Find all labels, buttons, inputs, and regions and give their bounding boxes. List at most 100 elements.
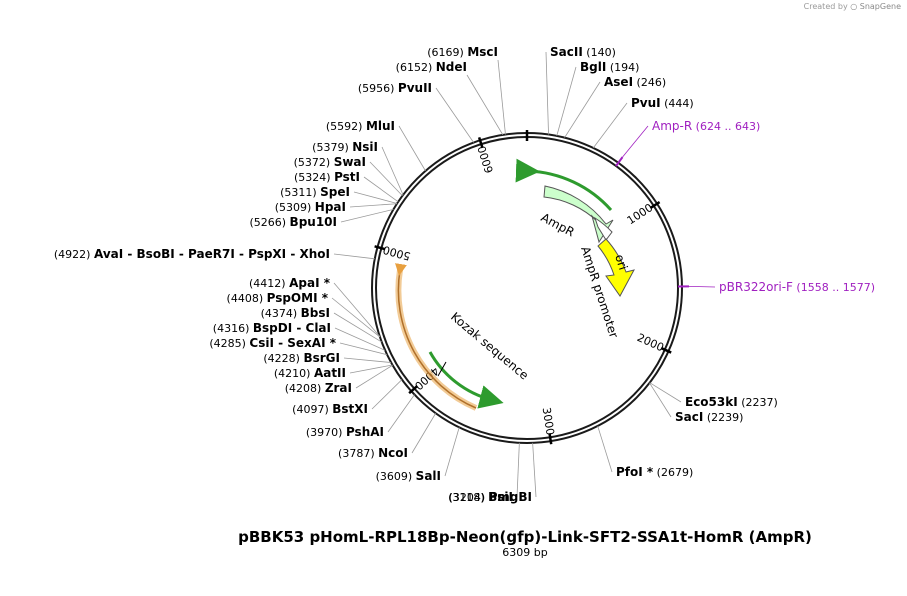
tick-mark bbox=[477, 137, 484, 149]
site-leader-line bbox=[398, 125, 426, 172]
restriction-site-label: (3787) NcoI bbox=[338, 446, 408, 460]
site-name: Eco53kI bbox=[685, 395, 738, 409]
site-leader-line bbox=[411, 413, 437, 454]
restriction-site-label: (3609) SalI bbox=[376, 469, 441, 483]
primer-site-mark bbox=[615, 156, 624, 167]
tick-label: 2000 bbox=[635, 331, 666, 354]
restriction-site-label: (5311) SpeI bbox=[280, 185, 350, 199]
restriction-site-label: (5956) PvuII bbox=[358, 81, 432, 95]
restriction-site-label: (5379) NsiI bbox=[312, 140, 378, 154]
site-name: AatII bbox=[314, 366, 346, 380]
site-leader-line bbox=[497, 59, 506, 135]
restriction-site-label: (5324) PstI bbox=[294, 170, 360, 184]
primer-label: Amp-R (624 .. 643) bbox=[652, 119, 760, 133]
gfp-orf-arc bbox=[428, 351, 504, 409]
restriction-site-label: (4316) BspDI - ClaI bbox=[213, 321, 331, 335]
restriction-site-label: (4228) BsrGI bbox=[263, 351, 340, 365]
site-name: BmgBI bbox=[488, 490, 532, 504]
primer-name: pBR322ori-F bbox=[719, 280, 793, 294]
site-position: (246) bbox=[633, 76, 666, 89]
restriction-site-label: (4374) BbsI bbox=[261, 306, 330, 320]
feature-label-ori: ori bbox=[612, 253, 630, 272]
site-leader-line bbox=[466, 74, 504, 136]
site-position: (4228) bbox=[263, 352, 303, 365]
primer-leader-line bbox=[688, 285, 716, 288]
restriction-site-label: (3970) PshAI bbox=[306, 425, 384, 439]
site-leaders bbox=[331, 51, 716, 498]
tick-mark bbox=[649, 201, 661, 210]
restriction-site-label: (4210) AatII bbox=[274, 366, 346, 380]
site-leader-line bbox=[349, 364, 393, 374]
site-name: ZraI bbox=[325, 381, 352, 395]
site-leader-line bbox=[349, 203, 397, 208]
restriction-site-label: PvuI (444) bbox=[631, 96, 694, 110]
restriction-site-label: (4285) CsiI - SexAI * bbox=[209, 336, 336, 350]
site-name: PfoI * bbox=[616, 465, 654, 479]
site-position: (3787) bbox=[338, 447, 378, 460]
primer-name: Amp-R bbox=[652, 119, 692, 133]
ampr-promoter-feature bbox=[594, 216, 613, 241]
site-leader-line bbox=[381, 146, 404, 196]
restriction-site-label: PfoI * (2679) bbox=[616, 465, 693, 479]
site-name: PstI bbox=[334, 170, 360, 184]
site-name: MluI bbox=[366, 119, 395, 133]
tick-label: 5000 bbox=[381, 243, 411, 263]
site-leader-line bbox=[564, 81, 601, 138]
site-leader-line bbox=[343, 357, 392, 363]
site-name: BsrGI bbox=[303, 351, 340, 365]
restriction-site-label: (6152) NdeI bbox=[396, 60, 467, 74]
site-position: (4285) bbox=[209, 337, 249, 350]
site-name: PvuI bbox=[631, 96, 661, 110]
site-leader-line bbox=[556, 66, 577, 136]
site-name: HpaI bbox=[315, 200, 346, 214]
site-name: ApaI * bbox=[289, 276, 331, 290]
restriction-site-label: (4097) BstXI bbox=[292, 402, 368, 416]
site-position: (4316) bbox=[213, 322, 253, 335]
site-position: (5372) bbox=[294, 156, 334, 169]
site-position: (6152) bbox=[396, 61, 436, 74]
site-position: (4374) bbox=[261, 307, 301, 320]
site-position: (5592) bbox=[326, 120, 366, 133]
tick-mark bbox=[660, 346, 672, 354]
kozak-marker bbox=[437, 361, 447, 377]
tick-mark bbox=[408, 384, 419, 395]
site-name: AvaI - BsoBI - PaeR7I - PspXI - XhoI bbox=[94, 247, 330, 261]
site-leader-line bbox=[532, 442, 537, 498]
restriction-site-label: SacI (2239) bbox=[675, 410, 743, 424]
site-leader-line bbox=[363, 176, 399, 203]
tick-label: 6000 bbox=[475, 144, 496, 175]
site-leader-line bbox=[444, 427, 460, 477]
site-name: NcoI bbox=[378, 446, 408, 460]
site-name: CsiI - SexAI * bbox=[249, 336, 336, 350]
feature-label-kozak: Kozak sequence bbox=[448, 310, 531, 383]
site-name: AseI bbox=[604, 75, 633, 89]
restriction-site-label: (3204) PsiI bbox=[449, 490, 513, 504]
site-name: SacII bbox=[550, 45, 583, 59]
site-leader-line bbox=[387, 394, 415, 433]
restriction-site-label: (4408) PspOMI * bbox=[227, 291, 329, 305]
site-name: SpeI bbox=[320, 185, 350, 199]
primer-position: (1558 .. 1577) bbox=[793, 281, 875, 294]
site-position: (2239) bbox=[703, 411, 743, 424]
site-position: (5309) bbox=[275, 201, 315, 214]
feature-label-ampr: AmpR bbox=[539, 210, 577, 239]
site-position: (194) bbox=[606, 61, 639, 74]
site-leader-line bbox=[516, 442, 520, 498]
site-leader-line bbox=[545, 51, 549, 135]
site-name: SalI bbox=[416, 469, 441, 483]
site-leader-line bbox=[340, 208, 394, 223]
site-leader-line bbox=[333, 282, 381, 337]
tick-mark bbox=[374, 245, 386, 251]
site-position: (140) bbox=[583, 46, 616, 59]
restriction-site-label: SacII (140) bbox=[550, 45, 616, 59]
site-position: (5324) bbox=[294, 171, 334, 184]
site-position: (2237) bbox=[738, 396, 778, 409]
ampr-orf-arc bbox=[515, 158, 613, 211]
site-name: PspOMI * bbox=[267, 291, 329, 305]
site-name: BglI bbox=[580, 60, 606, 74]
restriction-site-label: (5266) Bpu10I bbox=[249, 215, 337, 229]
site-name: PvuII bbox=[398, 81, 432, 95]
site-leader-line bbox=[355, 364, 393, 389]
site-position: (4210) bbox=[274, 367, 314, 380]
plasmid-length: 6309 bp bbox=[502, 546, 548, 559]
